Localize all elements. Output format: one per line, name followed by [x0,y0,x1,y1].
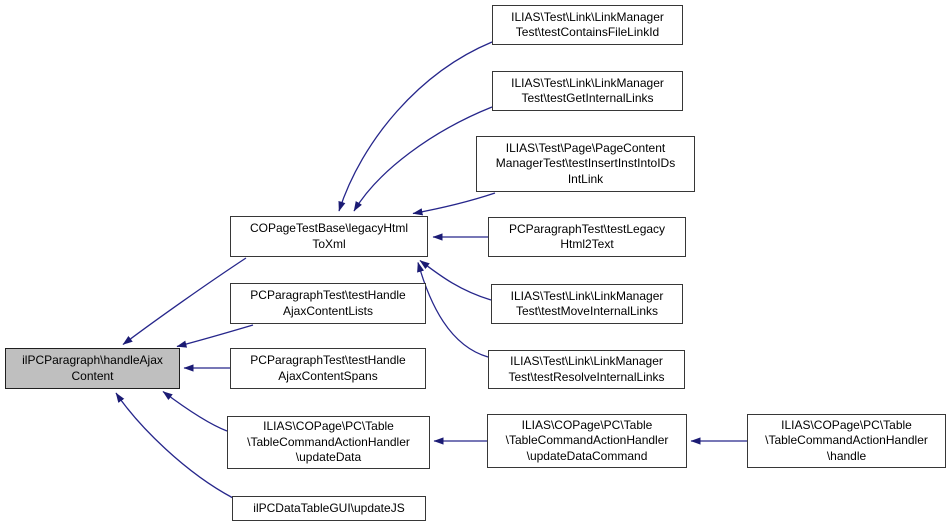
node-label-line: Test\testGetInternalLinks [521,91,654,105]
node-label-line: \TableCommandActionHandler [765,433,928,448]
node-linkmanagertest-testcontainsfilelinkid[interactable]: ILIAS\Test\Link\LinkManager Test\testCon… [492,5,683,45]
node-label-line: ILIAS\Test\Link\LinkManager [510,288,664,303]
edge-testgetinternallinks-to-legacyhtmltoxml [353,106,493,212]
node-label-line: ManagerTest\testInsertInstIntoIDs [495,156,676,171]
node-label-line: ILIAS\COPage\PC\Table [521,417,653,432]
node-label-line: Html2Text [560,237,614,251]
node-label-line: COPageTestBase\legacyHtml [249,221,409,236]
node-label-line: AjaxContentLists [282,303,374,318]
node-label-line: \TableCommandActionHandler [247,434,410,449]
edge-updatejs-to-handleajaxcontent [115,392,234,499]
node-label-line: ToXml [312,236,346,251]
edge-testresolveinternallinks-to-legacyhtmltoxml [417,262,489,358]
node-label-line: Test\testResolveInternalLinks [508,369,665,384]
edge-updatedata-to-handleajaxcontent [162,390,228,432]
node-pcparagraphtest-testlegacyhtml2text[interactable]: PCParagraphTest\testLegacy Html2Text [488,217,686,257]
node-pcparagraphtest-testhandleajaxcontentspans[interactable]: PCParagraphTest\testHandle AjaxContentSp… [230,348,426,389]
node-label-line: ILIAS\Test\Link\LinkManager [511,75,664,90]
node-pagecontentmanagertest-testinsertinstintoidsintlink[interactable]: ILIAS\Test\Page\PageContent ManagerTest\… [476,136,695,192]
node-label-line: \TableCommandActionHandler [505,433,669,448]
node-label-line: ILIAS\COPage\PC\Table [781,417,912,432]
node-pcparagraphtest-testhandleajaxcontentlists[interactable]: PCParagraphTest\testHandle AjaxContentLi… [230,283,426,324]
node-label-line: ilPCParagraph\handleAjax [22,353,163,368]
edge-testinsertinstintoidsintlink-to-legacyhtmltoxml [412,192,496,216]
edge-testcontainsfilelinkid-to-legacyhtmltoxml [338,41,493,212]
node-label-line: Content [71,368,114,383]
node-label-line: AjaxContentSpans [278,368,378,383]
node-label-line: IntLink [567,171,604,186]
node-tablecommandactionhandler-updatedata[interactable]: ILIAS\COPage\PC\Table \TableCommandActio… [227,416,430,469]
node-linkmanagertest-testmoveinternallinks[interactable]: ILIAS\Test\Link\LinkManager Test\testMov… [491,284,683,324]
node-label-line: PCParagraphTest\testLegacy [508,221,666,236]
node-tablecommandactionhandler-updatedatacommand[interactable]: ILIAS\COPage\PC\Table \TableCommandActio… [487,414,687,468]
edge-legacyhtmltoxml-to-handleajaxcontent [122,257,247,346]
node-ilpcparagraph-handleajaxcontent: ilPCParagraph\handleAjax Content [5,348,180,389]
node-ilpcdatatablegui-updatejs[interactable]: ilPCDataTableGUI\updateJS [232,496,426,521]
node-label-line: \updateData [295,450,362,465]
node-label-line: ILIAS\COPage\PC\Table [263,419,394,434]
node-label-line: PCParagraphTest\testHandle [250,288,406,303]
edge-testmoveinternallinks-to-legacyhtmltoxml [419,259,492,301]
node-label-line: Test\testMoveInternalLinks [515,304,659,318]
edge-testhandleajaxcontentlists-to-handleajaxcontent [176,324,254,348]
node-copagetestbase-legacyhtmltoxml[interactable]: COPageTestBase\legacyHtml ToXml [230,216,428,257]
node-label-line: Test\testContainsFileLinkId [515,25,660,39]
node-label-line: ILIAS\Test\Page\PageContent [505,140,666,155]
node-linkmanagertest-testresolveinternallinks[interactable]: ILIAS\Test\Link\LinkManager Test\testRes… [488,350,685,389]
node-linkmanagertest-testgetinternallinks[interactable]: ILIAS\Test\Link\LinkManager Test\testGet… [492,71,683,111]
node-label-line: \updateDataCommand [526,448,648,463]
node-label-line: ILIAS\Test\Link\LinkManager [510,354,663,369]
node-label-line: PCParagraphTest\testHandle [250,353,406,368]
node-tablecommandactionhandler-handle[interactable]: ILIAS\COPage\PC\Table \TableCommandActio… [747,414,946,468]
node-label-line: ILIAS\Test\Link\LinkManager [511,9,664,24]
node-label-line: ilPCDataTableGUI\updateJS [253,500,405,515]
node-label-line: \handle [826,448,867,463]
